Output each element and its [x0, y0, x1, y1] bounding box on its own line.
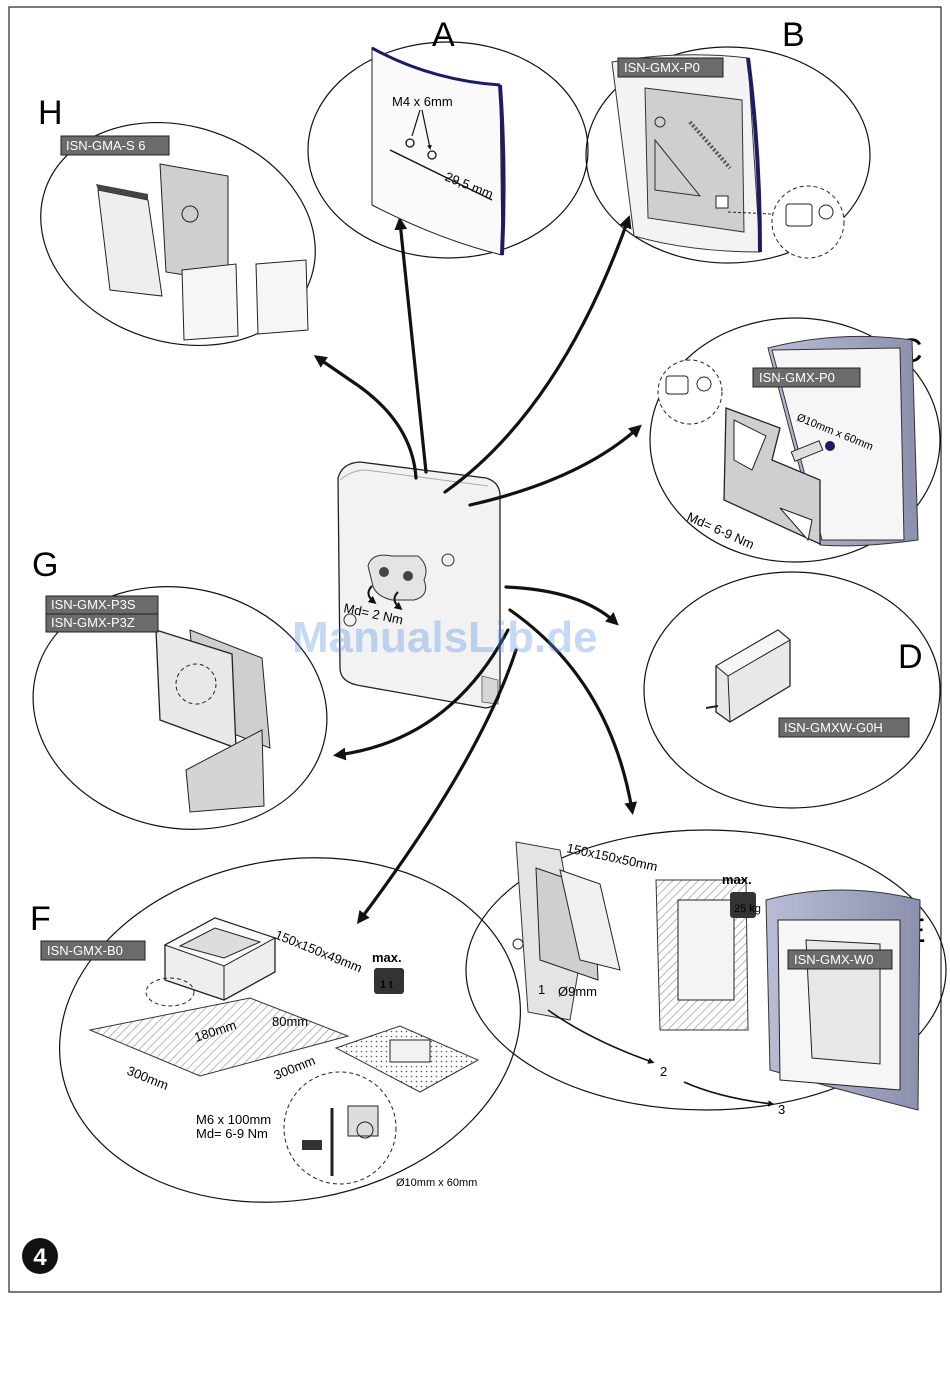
panel-c: C ISN-GMX-P0 Ø10mm x 60mm Md= 6-9 Nm — [650, 318, 940, 562]
panel-h: H ISN-GMA-S 6 — [11, 88, 344, 380]
panel-f-side1-label: 300mm — [125, 1063, 171, 1093]
panel-e-max-label: max. — [722, 872, 752, 887]
panel-f-dowel-label: Ø10mm x 60mm — [396, 1177, 477, 1189]
panel-f-box-label: 150x150x49mm — [273, 927, 364, 976]
panel-g: G ISN-GMX-P3S ISN-GMX-P3Z — [10, 546, 349, 856]
panel-g-letter: G — [32, 546, 58, 584]
panel-f-screw-label: M6 x 100mm — [196, 1112, 271, 1127]
panel-f-side2-label: 300mm — [272, 1053, 318, 1083]
panel-b-letter: B — [782, 16, 805, 54]
panel-b: B ISN-GMX-P0 — [586, 16, 870, 263]
page-number: 4 — [33, 1244, 47, 1271]
panel-f-tag: ISN-GMX-B0 — [47, 943, 123, 958]
panel-g-tag-1: ISN-GMX-P3S — [51, 597, 136, 612]
panel-d: D ISN-GMXW-G0H — [644, 572, 940, 808]
panel-e-step-1: 1 — [538, 982, 545, 997]
central-device: Md= 2 Nm — [338, 462, 500, 708]
panel-h-tag: ISN-GMA-S 6 — [66, 138, 145, 153]
panel-f-max-label: max. — [372, 950, 402, 965]
panel-d-tag: ISN-GMXW-G0H — [784, 720, 883, 735]
panel-e-box-label: 150x150x50mm — [565, 840, 659, 874]
watermark: ManualsLib.de — [292, 613, 598, 662]
panel-e-drill-label: Ø9mm — [558, 984, 597, 999]
panel-e-tag: ISN-GMX-W0 — [794, 952, 873, 967]
panel-f-height-label: 80mm — [272, 1014, 308, 1029]
panel-e-step-2: 2 — [660, 1064, 667, 1079]
panel-b-tag: ISN-GMX-P0 — [624, 60, 700, 75]
panel-a: A M4 x 6mm 29,5 mm — [308, 16, 588, 258]
panel-e-weight-label: 25 kg — [734, 903, 761, 915]
panel-h-letter: H — [38, 94, 63, 132]
panel-f-torque-label: Md= 6-9 Nm — [196, 1126, 268, 1141]
panel-d-letter: D — [898, 638, 923, 676]
panel-f: F ISN-GMX-B0 150x150x49mm max. 1 t 80mm … — [30, 822, 548, 1237]
panel-a-letter: A — [432, 16, 455, 54]
page-number-badge: 4 — [22, 1238, 58, 1274]
panel-c-torque-label: Md= 6-9 Nm — [685, 509, 757, 552]
panel-a-screw-label: M4 x 6mm — [392, 94, 453, 109]
panel-g-tag-2: ISN-GMX-P3Z — [51, 615, 135, 630]
panel-e-step-3: 3 — [778, 1102, 785, 1117]
panel-c-tag: ISN-GMX-P0 — [759, 370, 835, 385]
panel-f-weight-label: 1 t — [380, 979, 393, 991]
panel-f-letter: F — [30, 900, 51, 938]
panel-e: E ISN-GMX-W0 150x150x50mm Ø9mm max. 25 k… — [466, 830, 946, 1117]
